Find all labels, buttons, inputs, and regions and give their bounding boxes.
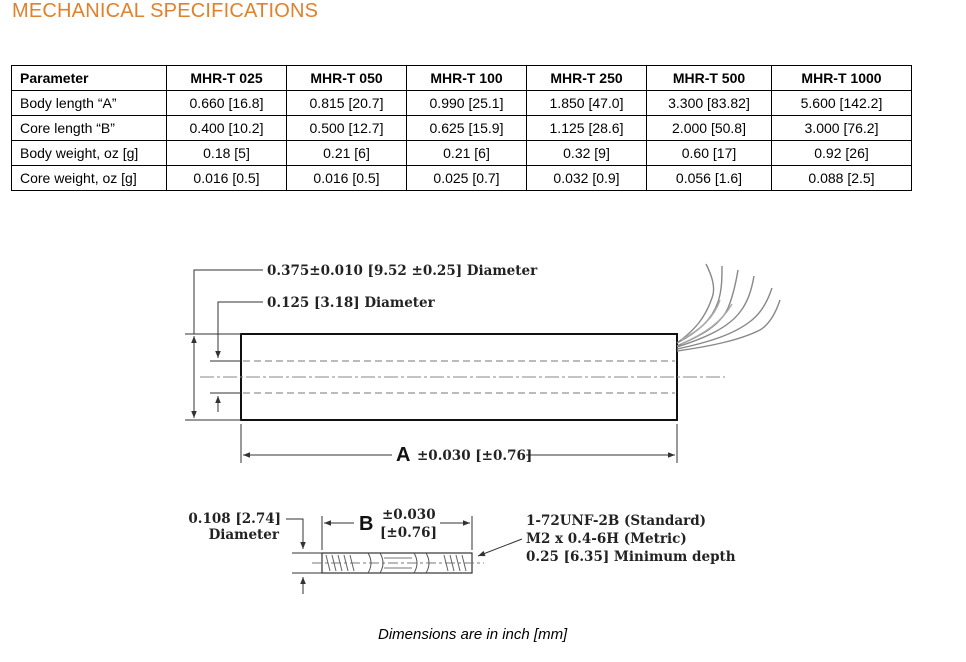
table-cell: 5.600 [142.2] xyxy=(771,90,912,116)
lead-wires xyxy=(676,263,781,352)
table-cell: 0.990 [25.1] xyxy=(406,90,527,116)
thread-leader xyxy=(477,538,523,557)
core-diameter-value: 0.108 [2.74] xyxy=(188,511,281,527)
table-cell: Body length “A” xyxy=(11,90,167,116)
length-b-tol-mm: [±0.76] xyxy=(380,525,437,541)
section-title: MECHANICAL SPECIFICATIONS xyxy=(12,0,319,22)
table-cell: 0.032 [0.9] xyxy=(526,165,647,191)
outer-diameter-dimension xyxy=(185,269,263,421)
header-mhr-t-050: MHR-T 050 xyxy=(286,65,407,91)
thread-standard-label: 1-72UNF-2B (Standard) xyxy=(526,513,706,529)
thread-metric-label: M2 x 0.4-6H (Metric) xyxy=(526,531,687,547)
table-row: Core length “B” 0.400 [10.2] 0.500 [12.7… xyxy=(11,115,912,141)
header-mhr-t-1000: MHR-T 1000 xyxy=(771,65,912,91)
core-diameter-label: Diameter xyxy=(209,527,280,543)
inner-diameter-label: 0.125 [3.18] Diameter xyxy=(267,295,436,311)
length-a-letter: A xyxy=(396,444,410,466)
table-cell: 0.056 [1.6] xyxy=(646,165,772,191)
units-caption: Dimensions are in inch [mm] xyxy=(378,626,568,643)
table-cell: 0.088 [2.5] xyxy=(771,165,912,191)
core-drawing xyxy=(312,552,484,574)
sensor-body xyxy=(200,333,725,421)
table-cell: 1.125 [28.6] xyxy=(526,115,647,141)
table-cell: 2.000 [50.8] xyxy=(646,115,772,141)
header-parameter: Parameter xyxy=(11,65,167,91)
length-b-dimension xyxy=(321,516,473,550)
thread-depth-label: 0.25 [6.35] Minimum depth xyxy=(526,549,736,565)
table-cell: 0.016 [0.5] xyxy=(286,165,407,191)
table-cell: 0.016 [0.5] xyxy=(166,165,287,191)
table-cell: 0.500 [12.7] xyxy=(286,115,407,141)
spec-table: Parameter MHR-T 025 MHR-T 050 MHR-T 100 … xyxy=(11,65,912,191)
header-mhr-t-100: MHR-T 100 xyxy=(406,65,527,91)
inner-diameter-dimension xyxy=(210,301,263,412)
core-diameter-dimension xyxy=(286,518,322,594)
table-cell: 1.850 [47.0] xyxy=(526,90,647,116)
table-cell: 0.21 [6] xyxy=(406,140,527,166)
length-a-dimension xyxy=(240,424,678,463)
table-cell: 0.025 [0.7] xyxy=(406,165,527,191)
length-b-tol-inch: ±0.030 xyxy=(382,507,436,523)
table-cell: Body weight, oz [g] xyxy=(11,140,167,166)
table-row: Core weight, oz [g] 0.016 [0.5] 0.016 [0… xyxy=(11,165,912,191)
header-mhr-t-025: MHR-T 025 xyxy=(166,65,287,91)
table-cell: Core weight, oz [g] xyxy=(11,165,167,191)
table-header-row: Parameter MHR-T 025 MHR-T 050 MHR-T 100 … xyxy=(11,65,912,91)
table-cell: 0.815 [20.7] xyxy=(286,90,407,116)
length-a-tolerance: ±0.030 [±0.76] xyxy=(417,448,532,464)
table-cell: 0.400 [10.2] xyxy=(166,115,287,141)
length-b-letter: B xyxy=(359,513,373,535)
table-row: Body weight, oz [g] 0.18 [5] 0.21 [6] 0.… xyxy=(11,140,912,166)
outer-diameter-label: 0.375±0.010 [9.52 ±0.25] Diameter xyxy=(267,263,538,279)
